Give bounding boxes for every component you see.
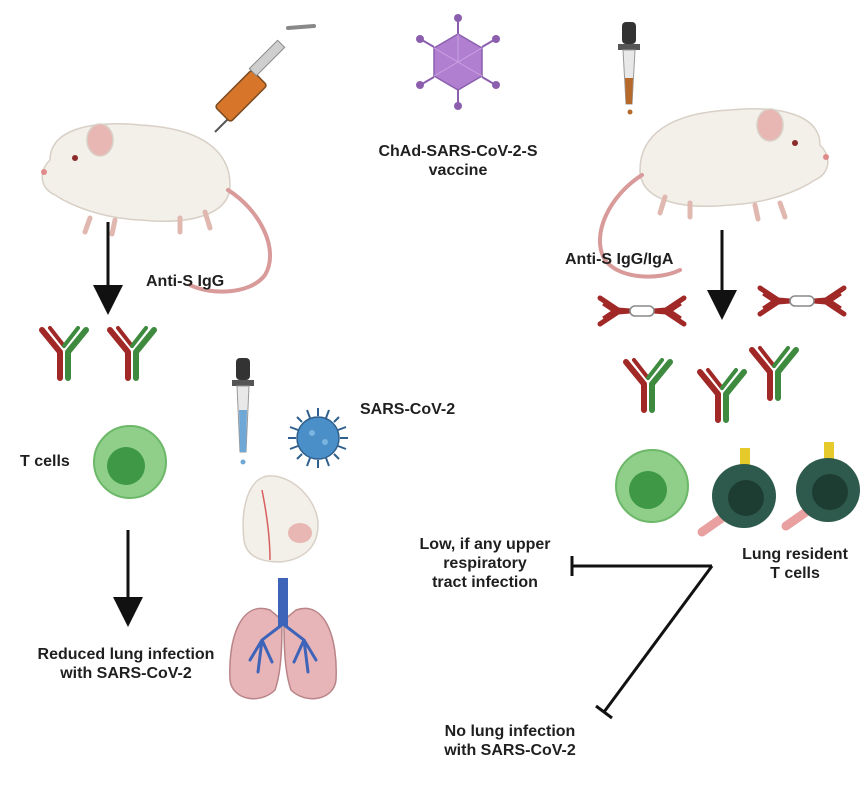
left-mouse-icon bbox=[41, 124, 270, 292]
left-antibody-2 bbox=[110, 328, 154, 378]
coronavirus-icon bbox=[288, 408, 348, 468]
right-antibody-3 bbox=[752, 348, 796, 398]
upper-line3: tract infection bbox=[432, 574, 538, 591]
resident-t-cell-1 bbox=[702, 448, 776, 532]
inhibition-lines bbox=[570, 556, 714, 720]
no-lung-infection-label: No lung infection with SARS-CoV-2 bbox=[420, 722, 600, 760]
right-antibody-1 bbox=[626, 360, 670, 410]
left-outcome-line2: with SARS-CoV-2 bbox=[60, 665, 192, 682]
right-t-cell-icon bbox=[615, 449, 689, 523]
upper-line2: respiratory bbox=[443, 555, 527, 572]
lung-resident-label: Lung resident T cells bbox=[725, 545, 865, 583]
syringe-icon bbox=[214, 24, 316, 133]
vaccine-label-line2: vaccine bbox=[428, 162, 488, 179]
left-t-cell-icon bbox=[93, 425, 167, 499]
challenge-dropper-icon bbox=[232, 358, 254, 465]
lungs-icon bbox=[229, 578, 337, 700]
right-antibody-2 bbox=[700, 370, 744, 420]
vaccine-label-line1: ChAd-SARS-CoV-2-S bbox=[378, 143, 538, 160]
no-lung-line2: with SARS-CoV-2 bbox=[444, 742, 576, 759]
dropper-icon bbox=[618, 22, 640, 115]
challenge-mouse-icon bbox=[242, 475, 319, 563]
t-cells-label: T cells bbox=[20, 453, 70, 470]
vaccine-label: ChAd-SARS-CoV-2-S vaccine bbox=[350, 142, 566, 180]
lung-resident-line1: Lung resident bbox=[742, 546, 848, 563]
anti-s-igg-label: Anti-S IgG bbox=[146, 273, 225, 290]
lung-resident-line2: T cells bbox=[770, 565, 820, 582]
iga-dimer-1 bbox=[600, 298, 684, 324]
adenovirus-icon bbox=[416, 14, 500, 110]
left-antibody-1 bbox=[42, 328, 86, 378]
upper-respiratory-label: Low, if any upper respiratory tract infe… bbox=[400, 535, 570, 592]
no-lung-line1: No lung infection bbox=[444, 723, 576, 740]
resident-t-cell-2 bbox=[786, 442, 860, 526]
iga-dimer-2 bbox=[760, 288, 844, 314]
anti-s-igg-iga-label: Anti-S IgG/IgA bbox=[565, 251, 674, 268]
left-outcome-label: Reduced lung infection with SARS-CoV-2 bbox=[6, 645, 246, 683]
upper-line1: Low, if any upper bbox=[419, 536, 551, 553]
sars-cov-2-label: SARS-CoV-2 bbox=[360, 401, 456, 418]
left-outcome-line1: Reduced lung infection bbox=[37, 646, 215, 663]
